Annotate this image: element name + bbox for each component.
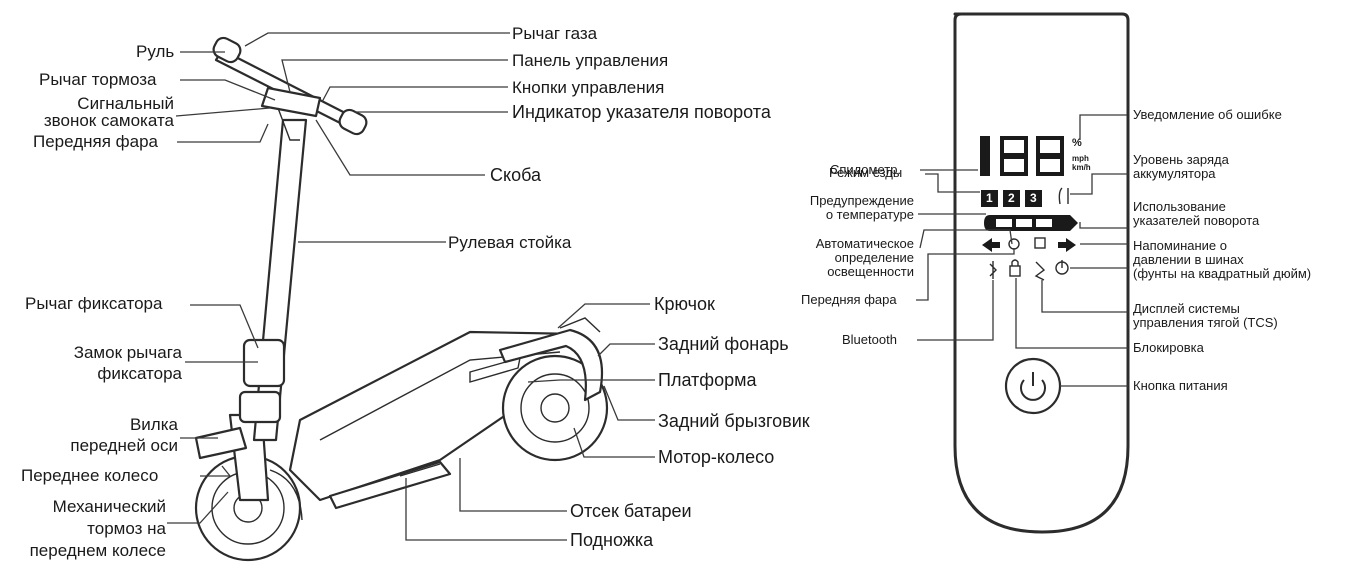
label-deck: Платформа [658,370,757,390]
label-handlebar: Руль [136,42,175,61]
label-temp-warning: Предупреждение о температуре [809,193,914,222]
label-clamp: Скоба [490,165,541,185]
display-panel [953,12,1130,534]
rear-fender-shape [498,328,604,402]
label-front-brake: Механический тормоз на переднем колесе [29,497,166,560]
mode-2-label: 2 [1008,191,1015,205]
label-throttle: Рычаг газа [512,24,598,43]
label-front-light: Передняя фара [801,292,897,307]
scooter-drawing [194,36,609,562]
display-leaders [916,114,1128,387]
label-stem: Рулевая стойка [448,233,572,252]
label-auto-light: Автоматическое определение освещенности [815,236,914,279]
label-tail-light: Задний фонарь [658,334,789,354]
label-front-wheel: Переднее колесо [21,466,159,485]
label-ride-mode: Режим езды [829,165,903,180]
label-brake-lever: Рычаг тормоза [39,70,157,89]
label-turn-indicator: Индикатор указателя поворота [512,102,771,122]
label-folding-lock: Замок рычага фиксатора [73,343,182,383]
label-headlight: Передняя фара [33,132,159,151]
label-rear-fender: Задний брызговик [658,411,810,431]
label-dashboard: Панель управления [512,51,669,70]
label-turn-signals: Использование указателей поворота [1133,199,1260,228]
label-folding-lever: Рычаг фиксатора [25,294,163,313]
display-outline [953,12,1130,534]
mode-3-label: 3 [1030,191,1037,205]
battery-shape [328,460,452,510]
scooter-leaders [167,32,655,541]
label-battery-level: Уровень заряда аккумулятора [1133,152,1229,181]
label-bell: Сигнальный звонок самоката [43,94,174,130]
label-speedometer: Спидометр. [830,162,902,177]
handlebar-shape [214,48,357,130]
label-lock: Блокировка [1133,340,1204,355]
label-power-button: Кнопка питания [1133,378,1228,393]
speed-digits-graphic [980,136,1064,176]
label-control-buttons: Кнопки управления [512,78,665,97]
unit-percent: % [1072,137,1082,149]
label-tire-pressure: Напоминание о давлении в шинах (фунты на… [1133,238,1312,281]
label-front-fork: Вилка передней оси [70,415,178,455]
label-bluetooth: Bluetooth [842,332,897,347]
unit-kmh: km/h [1072,163,1091,172]
label-tcs: Дисплей системы управления тягой (TCS) [1133,301,1278,330]
unit-mph: mph [1072,154,1089,163]
label-battery: Отсек батареи [570,501,692,521]
label-error: Уведомление об ошибке [1133,107,1282,122]
label-hook: Крючок [654,294,715,314]
label-kickstand: Подножка [570,530,654,550]
label-hub-motor: Мотор-колесо [658,447,775,467]
mode-1-label: 1 [986,191,993,205]
